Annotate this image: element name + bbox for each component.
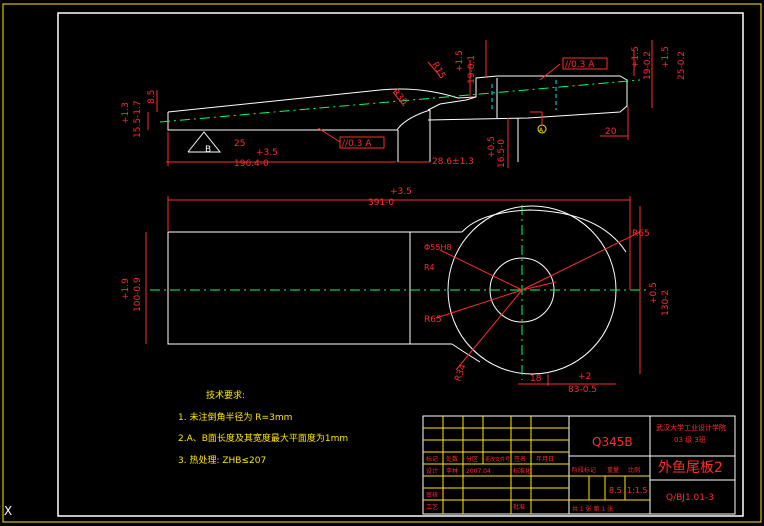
d1-tol: +1.5 bbox=[455, 50, 465, 72]
weight-val: 8.5 bbox=[609, 486, 622, 495]
inner-frame bbox=[57, 12, 744, 517]
r15-label: R15 bbox=[429, 61, 447, 81]
d83-val: 83-0.5 bbox=[568, 385, 597, 395]
tech-item-2: 2.A、B面长度及其宽度最大平面度为1mm bbox=[178, 432, 348, 444]
designer: 李林 bbox=[446, 467, 458, 475]
d2-val: 19-0.2 bbox=[643, 51, 653, 80]
side-view-text: //0.3 A //0.3 A +3.5 196.4-0 28.6±1.3 20… bbox=[121, 46, 687, 169]
sheet-info: 共 1 张 第 1 张 bbox=[572, 505, 613, 513]
r65-a: R65 bbox=[632, 229, 650, 239]
tech-heading: 技术要求: bbox=[206, 389, 245, 401]
title-block bbox=[422, 415, 736, 515]
d18: 18 bbox=[530, 374, 542, 384]
plan-view-text: +3.5 391-0 R65 R65 Φ55H8 R4 R34 18 +2 83… bbox=[121, 187, 671, 395]
mark-cell-1: 处数 bbox=[446, 455, 458, 463]
school: 武汉大学工业设计学院 bbox=[656, 423, 726, 432]
angle-25: 25 bbox=[234, 139, 245, 149]
ucs-cursor-label: X bbox=[4, 504, 12, 518]
total-tol: +3.5 bbox=[390, 187, 412, 197]
length-tol: +3.5 bbox=[256, 148, 278, 158]
datum-a: A bbox=[539, 127, 544, 134]
d3-tol: +1.5 bbox=[661, 46, 671, 68]
scale-label: 比例 bbox=[628, 466, 640, 474]
r30-label: R30 bbox=[390, 88, 409, 108]
date: 2007.04 bbox=[466, 468, 491, 475]
weight-label: 重量 bbox=[607, 466, 619, 474]
mark-cell-4: 签名 bbox=[514, 455, 526, 463]
school-sub: 03 级 3班 bbox=[674, 435, 706, 444]
d2-tol: +1.5 bbox=[631, 46, 641, 68]
width-28: 28.6±1.3 bbox=[432, 157, 474, 167]
material: Q345B bbox=[592, 435, 633, 449]
plan-view-dims bbox=[145, 196, 641, 386]
title-block-text: Q345B 武汉大学工业设计学院 03 级 3班 外鱼尾板2 Q/BJ1.01-… bbox=[426, 423, 726, 513]
approve-label: 批准 bbox=[513, 503, 525, 511]
r34: R34 bbox=[453, 363, 469, 383]
mark-cell-5: 年月日 bbox=[536, 455, 554, 463]
right-h-val: 130-2 bbox=[661, 290, 671, 316]
tech-requirements: 技术要求: 1. 未注倒角半径为 R=3mm 2.A、B面长度及其宽度最大平面度… bbox=[178, 389, 348, 466]
datum-b: B bbox=[205, 145, 211, 155]
left-val: 15.5-1.7 bbox=[133, 100, 143, 138]
r20-label: 20 bbox=[605, 127, 617, 137]
drawing-no: Q/BJ1.01-3 bbox=[666, 493, 714, 503]
part-name: 外鱼尾板2 bbox=[658, 459, 723, 476]
r4: R4 bbox=[424, 263, 435, 272]
stage-label: 阶段标记 bbox=[572, 466, 596, 474]
scale-val: 1:1.5 bbox=[627, 486, 648, 495]
mark-cell-2: 分区 bbox=[466, 455, 478, 463]
mark-cell-3: 更改文件号 bbox=[485, 456, 510, 463]
flat-tol-2: //0.3 A bbox=[565, 60, 595, 70]
flat-tol-1: //0.3 A bbox=[342, 139, 372, 149]
mark-cell-0: 标记 bbox=[426, 455, 438, 463]
w165-val: 16.5-0 bbox=[497, 139, 507, 168]
r65-b: R65 bbox=[424, 315, 442, 325]
w165-tol: +0.5 bbox=[487, 136, 497, 158]
std-label: 标准化 bbox=[513, 467, 531, 475]
right-h-tol: +0.5 bbox=[649, 282, 659, 304]
side-view bbox=[167, 75, 628, 162]
h85: 8.5 bbox=[147, 90, 157, 104]
d83-tol: +2 bbox=[578, 372, 591, 382]
phi55: Φ55H8 bbox=[424, 243, 452, 252]
review-label: 审核 bbox=[426, 491, 438, 499]
total-val: 391-0 bbox=[368, 198, 394, 208]
plan-view-centerlines bbox=[150, 205, 650, 380]
tech-item-1: 1. 未注倒角半径为 R=3mm bbox=[178, 411, 292, 423]
d1-val: 19-0.1 bbox=[467, 55, 477, 84]
left-h-tol: +1.9 bbox=[121, 278, 131, 300]
left-tol: +1.3 bbox=[121, 102, 131, 124]
outer-frame bbox=[2, 3, 762, 523]
left-h-val: 100-0.9 bbox=[133, 277, 143, 312]
craft-label: 工艺 bbox=[426, 503, 438, 511]
designer-label: 设计 bbox=[426, 467, 438, 475]
side-view-dims bbox=[147, 40, 653, 168]
datum-a-symbol bbox=[537, 124, 547, 134]
d3-val: 25-0.2 bbox=[677, 51, 687, 80]
tech-item-3: 3. 热处理: ZHB≤207 bbox=[178, 454, 266, 466]
length-val: 196.4-0 bbox=[234, 159, 269, 169]
